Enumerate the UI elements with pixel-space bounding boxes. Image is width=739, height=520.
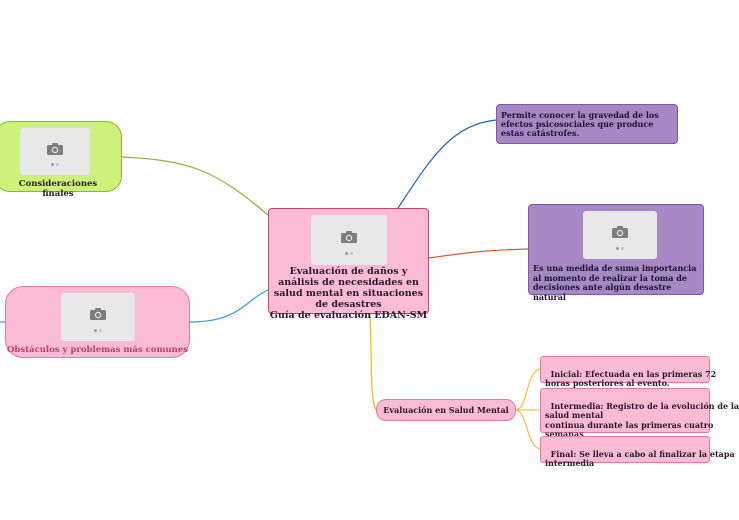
medida-node[interactable]: Es una medida de suma importancia al mom… (528, 204, 704, 301)
evaluacion-final-node[interactable]: Final: Se lleva a cabo al finalizar la e… (540, 436, 735, 468)
connector-lines (0, 119, 541, 450)
evaluacion-intermedia-node[interactable]: Intermedia: Registro de la evolución de … (540, 388, 739, 439)
evaluacion-final-text: Final: Se lleva a cabo al finalizar la e… (545, 448, 735, 468)
link-inicial (515, 368, 541, 411)
evaluacion-label: Evaluación en Salud Mental (383, 405, 509, 415)
link-consideraciones (119, 156, 269, 216)
evaluacion-node[interactable]: Evaluación en Salud Mental (376, 399, 516, 421)
link-gravedad (397, 119, 497, 209)
medida-text: Es una medida de suma importancia al mom… (533, 263, 697, 302)
gravedad-text: Permite conocer la gravedad de los efect… (501, 110, 659, 138)
evaluacion-inicial-text: Inicial: Efectuada en las primeras 72 ho… (545, 368, 717, 388)
image-placeholder (583, 211, 657, 259)
link-final (515, 409, 541, 450)
evaluacion-inicial-node[interactable]: Inicial: Efectuada en las primeras 72 ho… (540, 356, 716, 388)
link-obstaculos (189, 289, 269, 323)
obstaculos-label: Obstáculos y problemas más comunes (6, 345, 189, 355)
consideraciones-label: Consideraciones finales (18, 179, 98, 199)
gravedad-node[interactable]: Permite conocer la gravedad de los efect… (496, 104, 678, 144)
camera-icon (341, 231, 357, 243)
evaluacion-intermedia-text: Intermedia: Registro de la evolución de … (545, 400, 739, 439)
obstaculos-node[interactable]: Obstáculos y problemas más comunes (5, 286, 190, 358)
link-medida (428, 248, 529, 259)
image-placeholder (61, 293, 135, 341)
camera-icon (612, 226, 628, 239)
camera-icon (47, 142, 63, 155)
camera-icon (90, 308, 106, 321)
central-topic-node[interactable]: Evaluación de daños y análisis de necesi… (268, 208, 429, 321)
link-evaluacion (369, 313, 377, 411)
central-topic-text: Evaluación de daños y análisis de necesi… (269, 266, 428, 321)
consideraciones-node[interactable]: Consideraciones finales (0, 121, 122, 199)
image-placeholder (311, 215, 387, 265)
image-placeholder (20, 128, 90, 175)
